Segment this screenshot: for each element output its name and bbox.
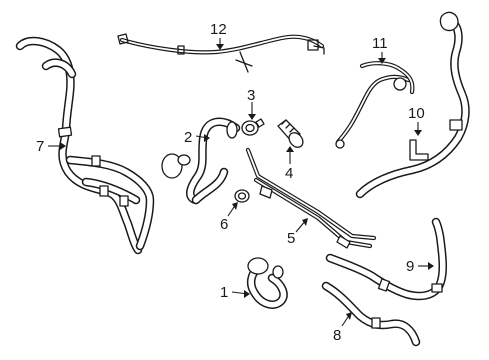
part-11-pipe: [335, 61, 415, 149]
callout-1: 1: [220, 284, 228, 301]
part-1-hose: [247, 257, 288, 309]
part-8-hose: [321, 281, 421, 347]
part-7-hose-assembly: [15, 36, 155, 255]
callout-5: 5: [287, 230, 295, 247]
callout-labels: 1 2 3 4 5 6 7 8 9 10 11 12: [36, 21, 425, 344]
callout-11: 11: [372, 35, 388, 52]
callout-12: 12: [210, 21, 227, 38]
callout-10: 10: [408, 105, 425, 122]
callout-8: 8: [333, 327, 341, 344]
part-9-hose: [325, 217, 447, 301]
callout-3: 3: [247, 87, 255, 104]
callout-4: 4: [285, 165, 293, 182]
part-6-clamp: [234, 189, 250, 203]
part-5-pipe: [245, 147, 377, 249]
callout-2: 2: [184, 129, 192, 146]
leader-lines: [48, 38, 434, 327]
part-3-clamp: [241, 118, 265, 136]
callout-9: 9: [406, 258, 414, 275]
part-4-connector: [277, 119, 304, 148]
part-10-hose-and-bracket: [355, 11, 470, 199]
callout-6: 6: [220, 216, 228, 233]
part-2-hose: [161, 117, 241, 205]
part-12-pipe: [117, 33, 325, 73]
callout-7: 7: [36, 138, 44, 155]
